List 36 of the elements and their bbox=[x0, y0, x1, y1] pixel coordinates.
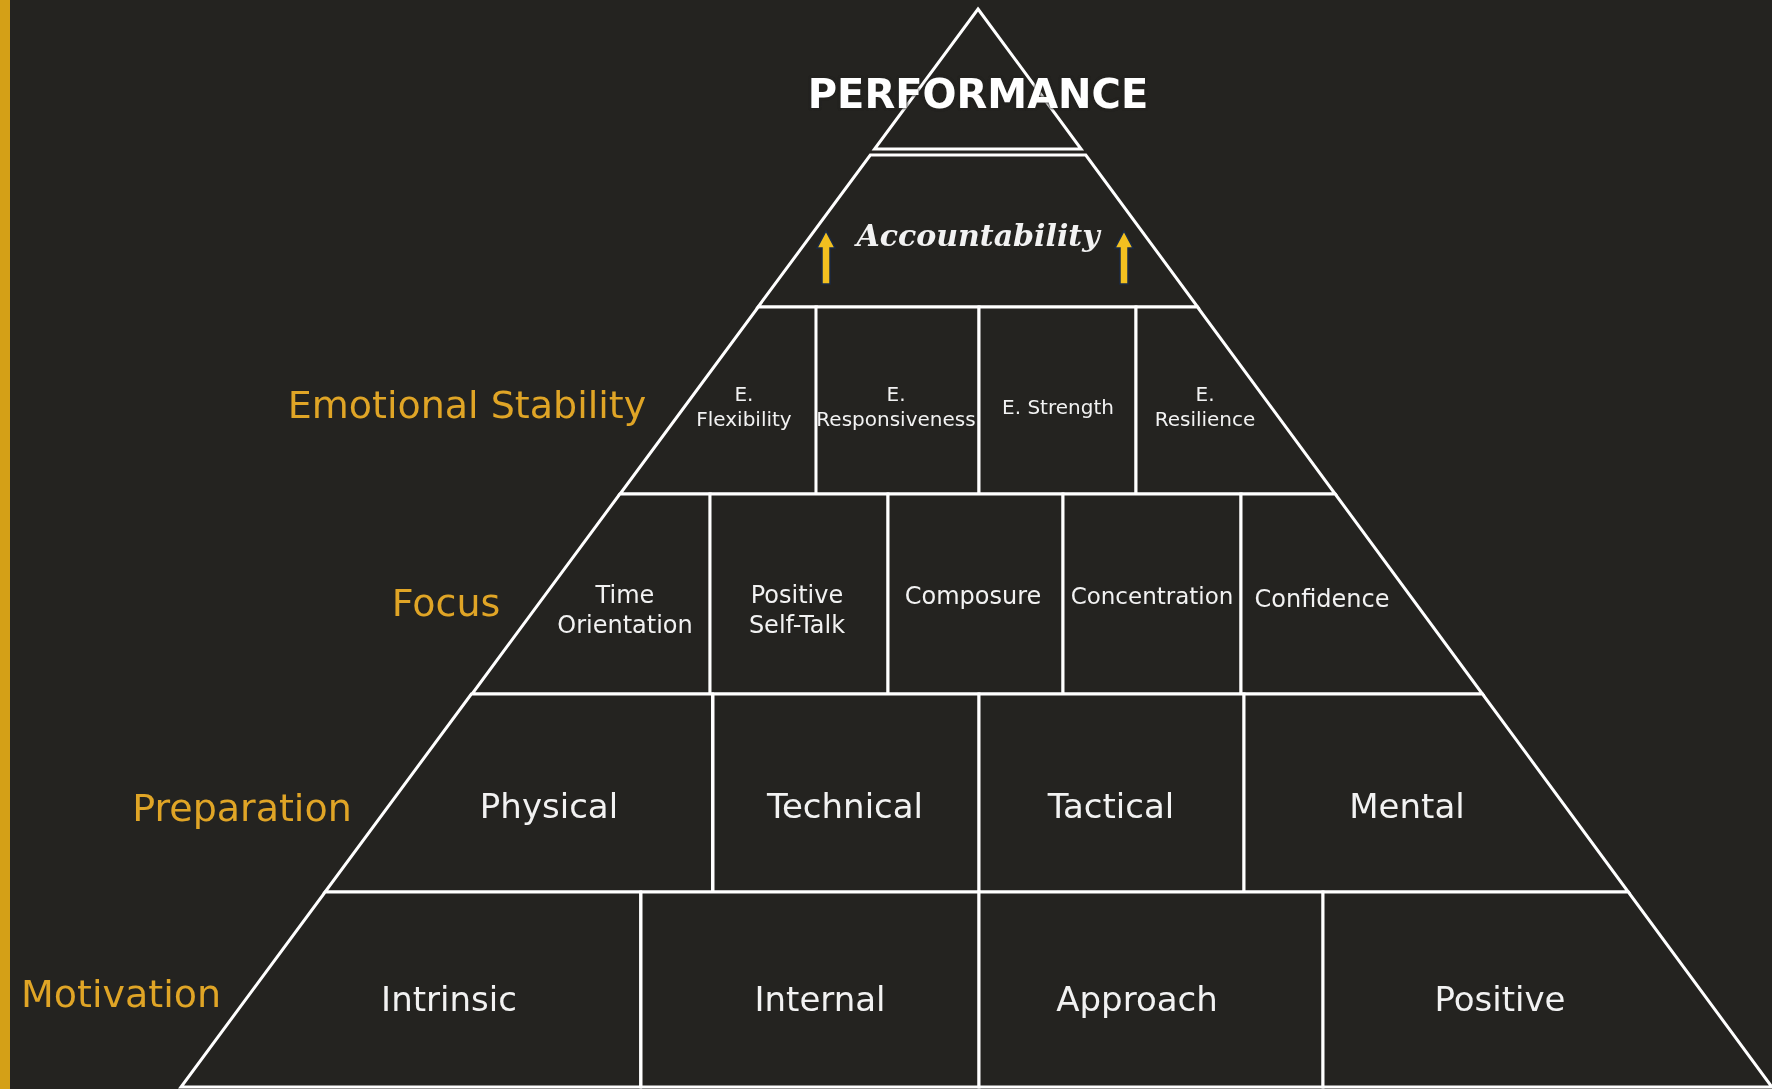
cell-label: Positive Self-Talk bbox=[747, 580, 847, 640]
pyramid-cell bbox=[816, 307, 979, 494]
cell-label: Composure bbox=[904, 581, 1042, 611]
cell-label: Technical bbox=[766, 784, 924, 828]
pyramid-cell bbox=[979, 307, 1136, 494]
cell-label: Time Orientation bbox=[556, 580, 694, 640]
cell-label: E. Resilience bbox=[1153, 382, 1257, 432]
pyramid-cell bbox=[1323, 892, 1772, 1087]
row-label: Focus bbox=[391, 581, 501, 625]
pyramid-cell bbox=[641, 892, 979, 1087]
row-label: Motivation bbox=[20, 972, 222, 1016]
cell-label: Internal bbox=[754, 977, 886, 1021]
cell-label: Tactical bbox=[1047, 784, 1175, 828]
pyramid-cell bbox=[979, 694, 1244, 892]
cell-label: E. Responsiveness bbox=[816, 382, 976, 432]
pyramid-cell bbox=[979, 892, 1323, 1087]
pyramid-cell bbox=[757, 155, 1198, 307]
pyramid-cell bbox=[1136, 307, 1336, 494]
cell-label: Physical bbox=[479, 784, 619, 828]
cell-label: Intrinsic bbox=[381, 977, 517, 1021]
pyramid-cell bbox=[713, 694, 979, 892]
cell-label: E. Flexibility bbox=[695, 382, 793, 432]
pyramid-cell bbox=[710, 494, 888, 694]
row-label: Emotional Stability bbox=[287, 383, 647, 427]
cell-label: Accountability bbox=[856, 217, 1100, 255]
cell-label: E. Strength bbox=[1001, 394, 1115, 420]
cell-label: Confidence bbox=[1254, 584, 1390, 614]
pyramid-cell bbox=[1241, 494, 1483, 694]
pyramid-cell bbox=[1244, 694, 1629, 892]
cell-label: Positive bbox=[1434, 977, 1566, 1021]
cell-label: Approach bbox=[1056, 977, 1218, 1021]
pyramid-cell bbox=[1063, 494, 1241, 694]
cell-label: Concentration bbox=[1070, 581, 1234, 611]
pyramid-cell bbox=[888, 494, 1063, 694]
cell-label: Mental bbox=[1349, 784, 1465, 828]
row-label: Preparation bbox=[132, 786, 352, 830]
